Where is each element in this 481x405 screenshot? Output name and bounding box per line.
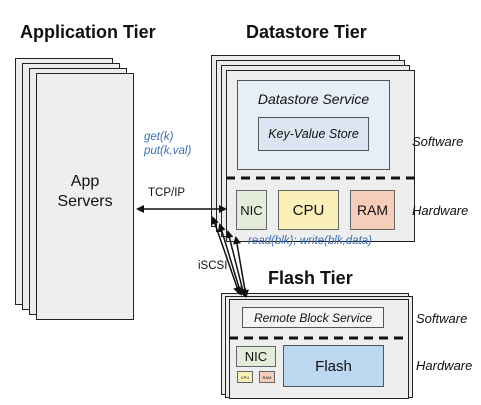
iscsi-arrow-4 [233, 236, 249, 298]
flash-cpu-box: CPU [237, 371, 253, 383]
flash-storage-label: Flash [315, 357, 352, 375]
datastore-nic-box: NIC [236, 190, 267, 230]
flash-nic-box: NIC [236, 346, 276, 367]
remote-block-service-box: Remote Block Service [242, 307, 384, 328]
datastore-tier-title: Datastore Tier [246, 22, 367, 42]
flash-cpu-label: CPU [240, 374, 250, 380]
datastore-ram-label: RAM [356, 202, 389, 218]
datastore-software-label: Software [412, 134, 464, 149]
iscsi-arrow-1 [211, 216, 241, 295]
tcpip-label: TCP/IP [148, 187, 186, 199]
put-op-label: put(k,val) [144, 145, 192, 157]
block-ops-label: read(blk); write(blk,data) [248, 235, 372, 247]
datastore-service-label: Datastore Service [257, 91, 370, 107]
flash-storage-box: Flash [283, 345, 384, 387]
app-ops-label: get(k) put(k,val) [144, 130, 191, 158]
app-servers-label-line1: App [70, 173, 100, 190]
app-servers-label-line2: Servers [57, 193, 113, 210]
flash-nic-label: NIC [244, 349, 268, 364]
flash-hardware-label: Hardware [416, 358, 473, 373]
datastore-hardware-label: Hardware [412, 203, 469, 218]
flash-ram-box: RAM [259, 371, 275, 383]
datastore-cpu-box: CPU [278, 190, 339, 230]
remote-block-service-label: Remote Block Service [253, 310, 373, 325]
get-op-label: get(k) [144, 131, 174, 143]
app-servers-label: App Servers [36, 172, 134, 212]
key-value-store-label: Key-Value Store [268, 127, 359, 141]
key-value-store-box: Key-Value Store [258, 117, 369, 151]
datastore-ram-box: RAM [350, 190, 395, 230]
flash-software-label: Software [416, 311, 468, 326]
flash-tier-title: Flash Tier [268, 268, 353, 288]
application-tier-title: Application Tier [20, 22, 156, 42]
app-servers-box [36, 73, 134, 320]
datastore-nic-label: NIC [240, 202, 263, 218]
flash-ram-label: RAM [262, 374, 272, 380]
datastore-cpu-label: CPU [292, 201, 325, 219]
iscsi-arrow-2 [217, 223, 244, 296]
